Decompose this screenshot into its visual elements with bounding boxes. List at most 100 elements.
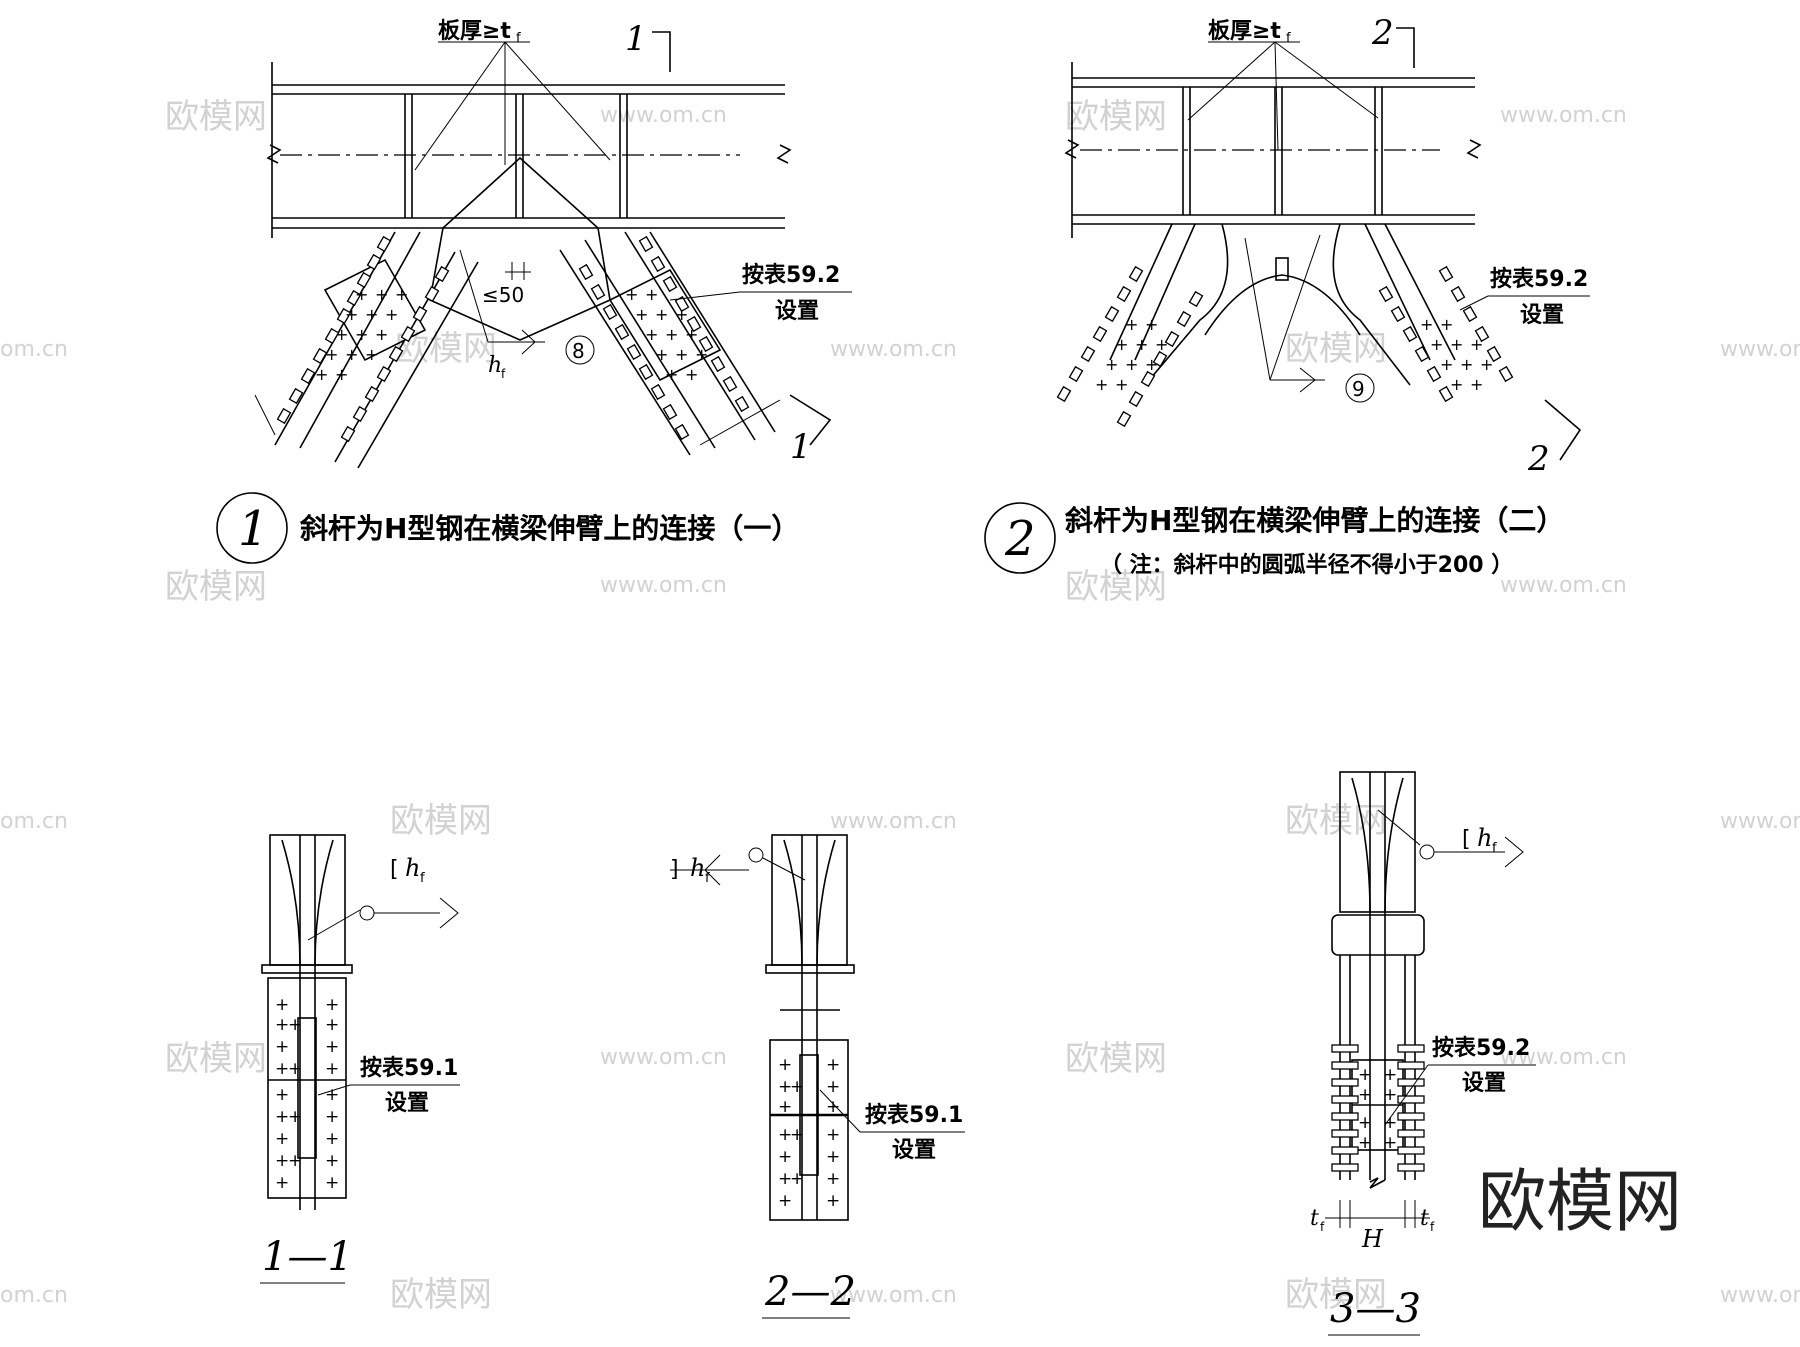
svg-text:+: + (645, 325, 658, 344)
svg-text:+: + (385, 305, 398, 324)
weld-size-subscript: f (705, 871, 710, 886)
weld-callout-8: 8 h f (459, 249, 595, 381)
detail-2: 板厚≥t f 2 (984, 13, 1590, 578)
watermark-brand: 欧模网 (1065, 97, 1167, 137)
svg-text:+: + (790, 1125, 804, 1145)
weld-symbol: ] h f (670, 847, 806, 886)
dimension-t-left: t (1310, 1206, 1319, 1231)
svg-text:+: + (1383, 1113, 1397, 1133)
section-mark: 1 (625, 19, 647, 59)
leader-lines (1187, 41, 1379, 151)
watermark-url: www.om.cn (1500, 573, 1627, 598)
table-reference: 按表59.2 (1490, 266, 1588, 292)
svg-text:+: + (1470, 335, 1483, 354)
watermark-brand: 欧模网 (390, 801, 492, 841)
bolt-group-left (1056, 265, 1204, 428)
svg-text:+: + (1450, 375, 1463, 394)
svg-text:+: + (778, 1055, 792, 1075)
section-2-2: ++ ++ ++ ++ ++ ++ ++ +++ ] h f 按表59.1 设置… (670, 834, 965, 1319)
svg-text:+: + (826, 1077, 840, 1097)
watermark-brand: 欧模网 (165, 567, 267, 607)
svg-text:+: + (1105, 355, 1118, 374)
table-reference: 按表59.1 (360, 1055, 458, 1081)
svg-text:+: + (1145, 355, 1158, 374)
right-brace (559, 231, 776, 456)
watermark-logo: 欧模网 (1478, 1163, 1682, 1242)
svg-text:+: + (275, 1173, 289, 1193)
weld-size-label: h (690, 854, 705, 882)
svg-text:+: + (778, 1147, 792, 1167)
svg-text:+: + (1383, 1085, 1397, 1105)
weld-size-subscript: f (1492, 841, 1497, 856)
svg-text:+: + (778, 1125, 792, 1145)
watermark-url: www.om.cn (1500, 1045, 1627, 1070)
svg-text:+: + (325, 345, 338, 364)
weld-size-subscript: f (420, 871, 425, 886)
svg-text:+: + (325, 1129, 339, 1149)
watermark-url: www.om.cn (1720, 809, 1800, 834)
svg-text:+: + (375, 325, 388, 344)
detail-title: 斜杆为H型钢在横梁伸臂上的连接（一） (300, 512, 799, 545)
table-reference: 按表59.2 (1432, 1035, 1530, 1061)
weld-symbol-bracket: [ (1462, 827, 1471, 852)
watermark-brand: 欧模网 (1285, 329, 1387, 369)
svg-text:+: + (778, 1097, 792, 1117)
watermark-url: www.om.cn (600, 103, 727, 128)
splice-plate (608, 268, 722, 382)
table-reference: 按表59.1 (865, 1102, 963, 1128)
weld-size-label: h (1477, 824, 1492, 852)
watermark-brand: 欧模网 (390, 1275, 492, 1315)
svg-text:+: + (1383, 1065, 1397, 1085)
weld-size-label: h (488, 353, 502, 378)
svg-text:+: + (325, 995, 339, 1015)
svg-text:+: + (345, 305, 358, 324)
section-mark: 1 (790, 427, 812, 467)
watermark-url: www.om.cn (830, 1283, 957, 1308)
svg-text:+: + (1470, 375, 1483, 394)
detail-title: 斜杆为H型钢在横梁伸臂上的连接（二） (1065, 504, 1564, 537)
table-reference-note: 设置 (775, 299, 819, 324)
watermark-url: www.om.cn (600, 1045, 727, 1070)
svg-text:+: + (685, 365, 698, 384)
svg-text:+: + (325, 1085, 339, 1105)
svg-text:+: + (275, 1129, 289, 1149)
svg-text:+: + (1155, 335, 1168, 354)
weld-symbol-bracket: ] (670, 857, 679, 882)
weld-detail-number: 8 (572, 339, 585, 363)
svg-text:+: + (665, 325, 678, 344)
bolt-marks-left: ++ +++ +++ ++ (1095, 315, 1168, 394)
svg-text:+: + (1440, 355, 1453, 374)
svg-text:+: + (325, 1107, 339, 1127)
detail-number: 1 (238, 501, 269, 557)
svg-text:+: + (778, 1077, 792, 1097)
svg-text:+: + (395, 285, 408, 304)
section-label: 1—1 (262, 1234, 353, 1280)
svg-text:+: + (1115, 335, 1128, 354)
watermark-brand: 欧模网 (165, 1039, 267, 1079)
svg-text:+: + (1115, 375, 1128, 394)
watermark-brand: 欧模网 (165, 97, 267, 137)
svg-text:+: + (335, 365, 348, 384)
svg-text:+: + (655, 345, 668, 364)
svg-text:+: + (826, 1169, 840, 1189)
watermark-url: www.om.cn (600, 573, 727, 598)
svg-text:+: + (778, 1169, 792, 1189)
splice-plate (323, 258, 427, 362)
svg-text:+: + (675, 345, 688, 364)
svg-text:+: + (826, 1125, 840, 1145)
svg-text:+: + (826, 1055, 840, 1075)
svg-text:+: + (1095, 375, 1108, 394)
watermark-url: om.cn (0, 1283, 68, 1308)
detail-note: （ 注：斜杆中的圆弧半径不得小于200 ） (1100, 552, 1513, 578)
svg-text:+: + (1145, 315, 1158, 334)
plate-thickness-subscript: f (1286, 31, 1291, 46)
watermark-url: www.om.cn (1720, 1283, 1800, 1308)
watermark-brand: 欧模网 (1065, 1039, 1167, 1079)
section-mark: 2 (1371, 13, 1394, 53)
dimension-t-right: t (1420, 1206, 1429, 1231)
svg-text:+: + (365, 305, 378, 324)
dimension-H: H (1361, 1225, 1384, 1253)
section-label: 3—3 (1330, 1286, 1421, 1332)
watermark-url: www.om.cn (1500, 103, 1627, 128)
section-1-1: ++ ++ ++ ++ ++ ++ ++ ++ ++ ++++ [ h f 按表… (260, 834, 460, 1284)
